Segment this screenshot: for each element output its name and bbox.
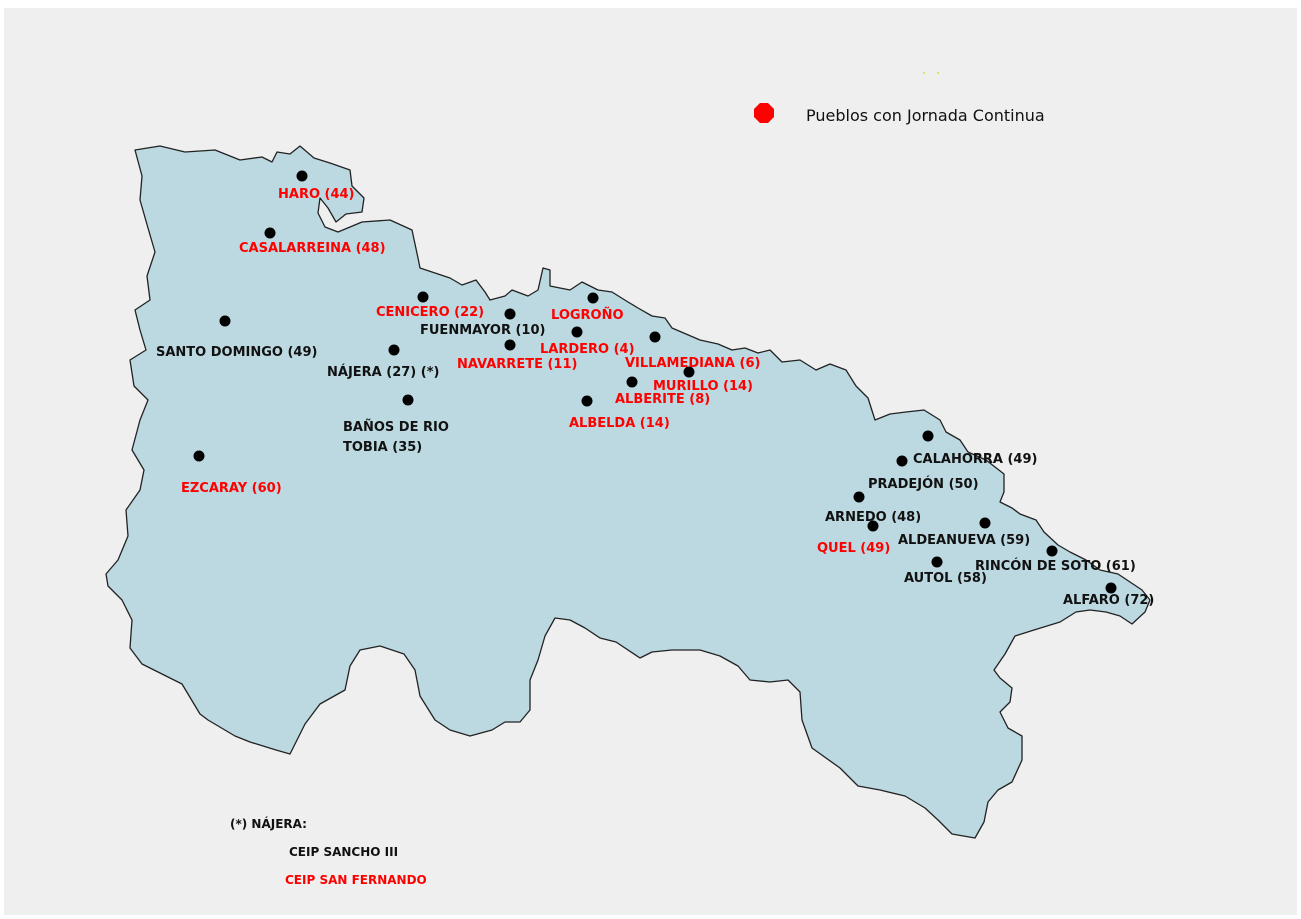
town-marker-banos [402,394,414,406]
town-marker-calahorra [922,430,934,442]
town-marker-santo-domingo [219,315,231,327]
town-marker-arnedo [853,491,865,503]
note-heading: (*) NÁJERA: [230,816,307,831]
town-marker-lardero [571,326,583,338]
town-label-calahorra: CALAHORRA (49) [913,452,1037,467]
town-label-pradejon: PRADEJÓN (50) [868,476,979,492]
town-label-autol: AUTOL (58) [904,571,987,586]
najera-note: (*) NÁJERA: CEIP SANCHO III CEIP SAN FER… [230,816,427,887]
note-school-continuous: CEIP SAN FERNANDO [285,873,427,887]
town-marker-rincon [1046,545,1058,557]
town-marker-albelda [581,395,593,407]
town-label-navarrete: NAVARRETE (11) [457,357,577,372]
town-label-murillo: MURILLO (14) [653,379,753,394]
town-label-haro: HARO (44) [278,187,355,202]
town-marker-ezcaray [193,450,205,462]
town-marker-pradejon [896,455,908,467]
town-marker-alfaro [1105,582,1117,594]
note-school-regular: CEIP SANCHO III [289,845,398,859]
town-markers [193,170,1117,594]
town-label-alfaro: ALFARO (72) [1063,593,1154,608]
town-marker-logrono [587,292,599,304]
town-marker-cenicero [417,291,429,303]
town-label-arnedo: ARNEDO (48) [825,510,921,525]
town-label-fuenmayor: FUENMAYOR (10) [420,323,545,338]
town-label-ezcaray: EZCARAY (60) [181,481,282,496]
town-label-banos-line2: TOBIA (35) [343,440,422,455]
town-label-logrono: LOGROÑO [551,307,624,323]
town-label-banos: BAÑOS DE RIO [343,419,449,435]
town-marker-alberite [626,376,638,388]
red-octagon-icon [754,103,774,123]
town-marker-villamediana [649,331,661,343]
town-label-aldeanueva: ALDEANUEVA (59) [898,533,1030,548]
town-label-alberite: ALBERITE (8) [615,392,710,407]
town-marker-quel [867,520,879,532]
la-rioja-region [105,145,1151,839]
town-label-casalarreina: CASALARREINA (48) [239,241,386,256]
town-marker-murillo [683,366,695,378]
town-marker-casalarreina [264,227,276,239]
town-marker-haro [296,170,308,182]
town-label-villamediana: VILLAMEDIANA (6) [625,356,760,371]
town-label-lardero: LARDERO (4) [540,342,635,357]
town-labels: HARO (44) CASALARREINA (48) SANTO DOMINGO … [156,187,1154,608]
town-label-najera: NÁJERA (27) (*) [327,364,439,380]
town-marker-najera [388,344,400,356]
town-label-albelda: ALBELDA (14) [569,416,670,431]
town-label-santo-domingo: SANTO DOMINGO (49) [156,345,317,360]
town-label-quel: QUEL (49) [817,541,890,556]
town-marker-navarrete [504,339,516,351]
legend-label: Pueblos con Jornada Continua [806,106,1045,125]
town-label-rincon: RINCÓN DE SOTO (61) [975,558,1136,574]
town-marker-fuenmayor [504,308,516,320]
town-marker-autol [931,556,943,568]
town-label-cenicero: CENICERO (22) [376,305,484,320]
legend: Pueblos con Jornada Continua [754,72,1045,125]
town-marker-aldeanueva [979,517,991,529]
